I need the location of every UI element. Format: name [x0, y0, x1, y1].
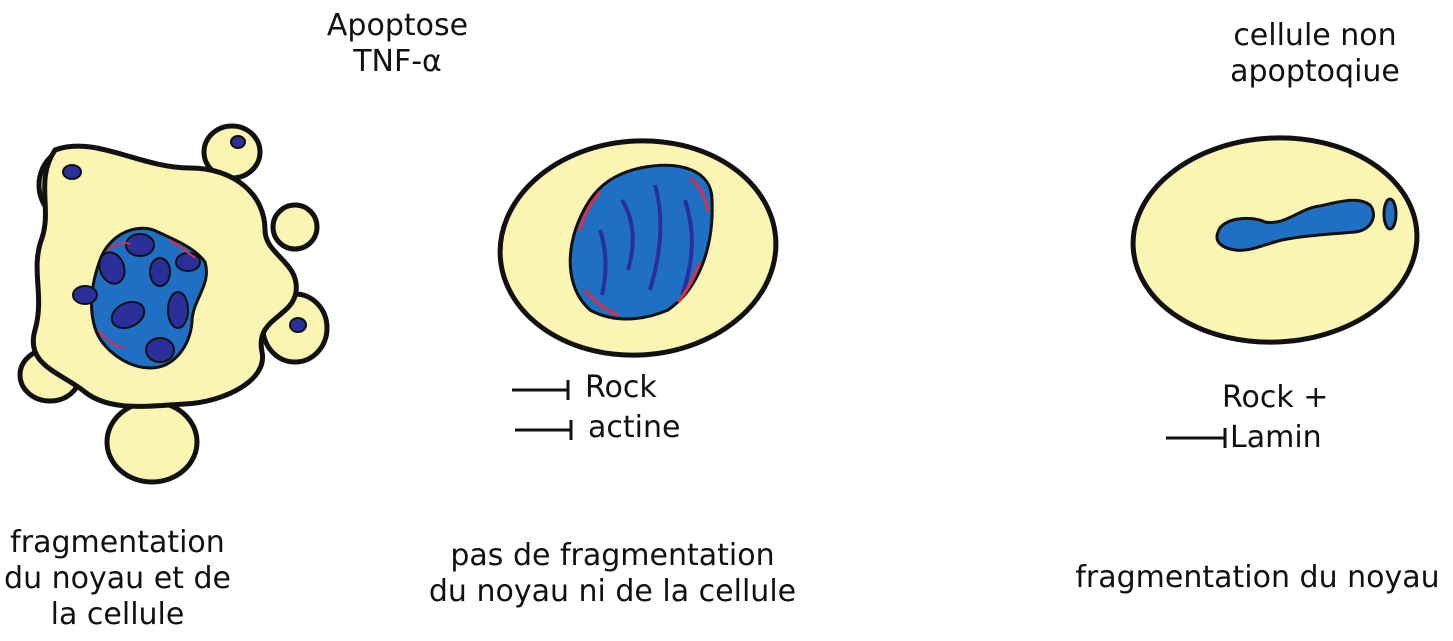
nuclear-fragment [176, 253, 200, 271]
treatment-label-line1: Apoptose [325, 8, 470, 44]
treatment-label: Apoptose TNF-α [325, 8, 470, 80]
caption-inhibited-line1: pas de fragmentation [420, 538, 805, 574]
caption-apoptotic-line3: la cellule [0, 597, 235, 633]
treatment-label-line2: TNF-α [325, 44, 470, 80]
inhibitor-label-rock-plus: Rock + [1222, 380, 1322, 416]
inhibitor-label-actin: actine [588, 410, 680, 446]
caption-apoptotic: fragmentation du noyau et de la cellule [0, 525, 235, 633]
nuclear-fragment [126, 234, 154, 256]
caption-inhibited: pas de fragmentation du noyau ni de la c… [420, 538, 805, 610]
caption-apoptotic-line2: du noyau et de [0, 561, 235, 597]
control-label-line1: cellule non [1215, 18, 1415, 54]
caption-non-apoptotic: fragmentation du noyau [1070, 560, 1445, 596]
bleb-nuclear-fragment [63, 165, 81, 179]
nuclear-fragment [146, 338, 174, 362]
bleb-nuclear-fragment [290, 318, 306, 332]
control-label-line2: apoptoqiue [1215, 54, 1415, 90]
caption-apoptotic-line1: fragmentation [0, 525, 235, 561]
caption-non-apoptotic-line1: fragmentation du noyau [1070, 560, 1445, 596]
apoptotic-bleb [273, 205, 317, 249]
control-label: cellule non apoptoqiue [1215, 18, 1415, 90]
caption-inhibited-line2: du noyau ni de la cellule [420, 574, 805, 610]
inhibitor-label-lamin: Lamin [1230, 420, 1322, 456]
nuclear-fragment [168, 292, 188, 328]
apoptotic-bleb [107, 402, 197, 482]
bleb-nuclear-fragment [231, 136, 245, 148]
inhibitor-label-rock: Rock [585, 370, 657, 406]
nuclear-fragment [73, 286, 97, 304]
nuclear-fragment [150, 258, 170, 286]
nuclear-fragment [1384, 199, 1396, 229]
apoptotic-fragmented-cell [20, 126, 327, 482]
